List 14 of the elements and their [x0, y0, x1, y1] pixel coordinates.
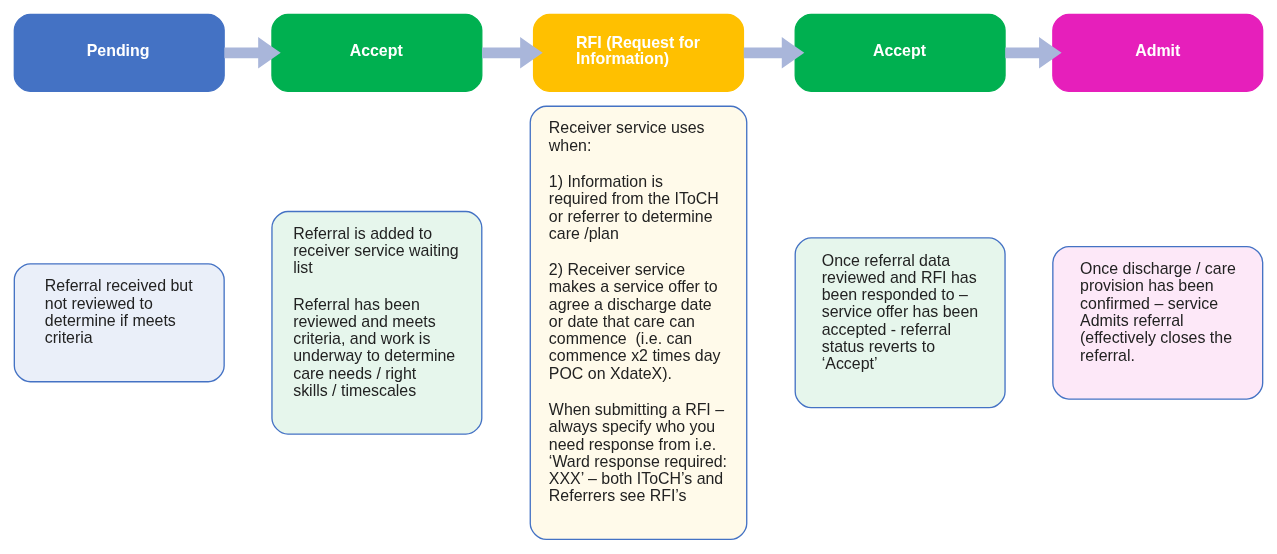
node-box: Admit: [1052, 13, 1264, 92]
arrow: [1005, 37, 1062, 69]
node-box: Pending: [13, 13, 225, 92]
node-box: Referral received but not reviewed to determine if meets criteria: [13, 263, 225, 383]
arrow: [482, 37, 543, 69]
arrow: [743, 37, 805, 69]
node-box: Receiver service uses when: 1) Information is required from the IToCH or referrer to determine care /plan 2) Receiver service makes a service offer to agree a discharge date or date that care can commence (i.e. can commence x2 times day POC on XdateX). When submitting a RFI – always specify who you need response from i.e. ‘Ward response required: XXX’ – both IToCH’s and Referrers see RFI’s: [529, 105, 748, 541]
node-box: RFI (Request for Information): [532, 13, 745, 92]
node-box: Accept: [271, 13, 483, 92]
node-box: Once discharge / care provision has been confirmed – service Admits referral (effectively closes the referral.: [1052, 245, 1264, 400]
node-box: Accept: [794, 13, 1006, 92]
node-box: Once referral data reviewed and RFI has been responded to – service offer has been accepted - referral status reverts to ‘Accept’: [794, 237, 1006, 409]
node-box: Referral is added to receiver service waiting list Referral has been reviewed and meets criteria, and work is underway to determine care needs / right skills / timescales: [271, 210, 483, 435]
arrow: [224, 37, 281, 69]
